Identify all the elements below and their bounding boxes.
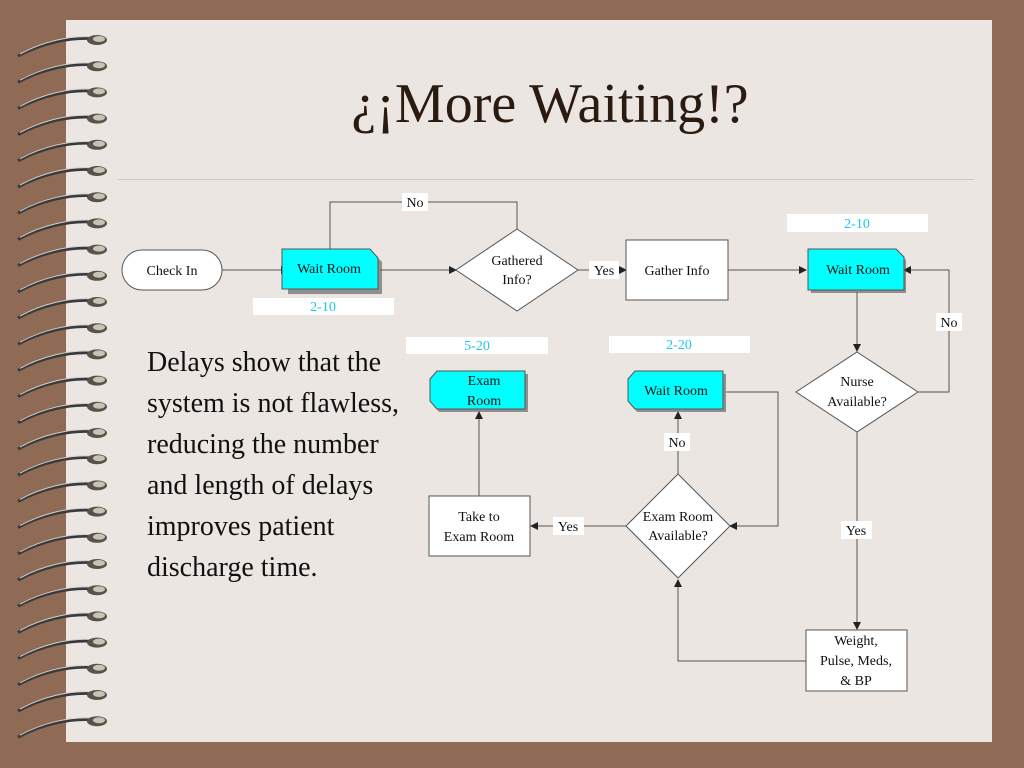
- gathered-info-decision: [455, 228, 579, 312]
- weight-line-3: & BP: [840, 674, 872, 689]
- spiral-ring: [17, 139, 107, 163]
- spiral-ring: [17, 559, 107, 582]
- nurse-available-decision: [795, 351, 919, 433]
- spiral-ring: [17, 87, 107, 110]
- range-wait-room-3: 2-20: [666, 338, 692, 353]
- yes-label-gather: Yes: [594, 264, 614, 279]
- range-box-exam: [406, 337, 548, 354]
- wait-room-node-2: [807, 248, 905, 291]
- spiral-ring: [17, 113, 107, 136]
- spiral-ring: [17, 349, 107, 372]
- no-label-nurse: No: [940, 316, 957, 331]
- spiral-ring: [17, 61, 107, 84]
- spiral-ring: [17, 716, 107, 739]
- spiral-ring: [17, 375, 107, 398]
- spiral-ring: [17, 218, 107, 241]
- spiral-ring: [17, 585, 107, 608]
- spiral-ring: [17, 428, 107, 451]
- yes-label-box-exam: [553, 517, 584, 535]
- spiral-ring: [17, 166, 107, 189]
- range-wait-room-2: 2-10: [844, 217, 870, 232]
- check-in-label: Check In: [147, 264, 198, 279]
- take-to-exam-node: [428, 495, 531, 557]
- take-to-exam-line-1: Take to: [458, 510, 499, 525]
- spiral-ring: [17, 532, 107, 556]
- range-box-wait-2: [787, 214, 928, 232]
- no-label-box-nurse: [936, 313, 962, 331]
- exam-available-line-1: Exam Room: [643, 510, 713, 525]
- gathered-info-line-1: Gathered: [491, 254, 542, 269]
- spiral-ring: [17, 297, 107, 320]
- wait-room-2-label: Wait Room: [826, 263, 890, 278]
- slide-title: ¿¡More Waiting!?: [351, 73, 749, 135]
- spiral-ring: [17, 192, 107, 215]
- yes-label-nurse: Yes: [846, 524, 866, 539]
- exam-room-available-decision: [625, 473, 731, 579]
- spiral-binding-decoration: [17, 35, 107, 739]
- spiral-ring: [17, 401, 107, 425]
- spiral-ring: [17, 35, 107, 58]
- wait-room-3-label: Wait Room: [644, 384, 708, 399]
- arrow-waitroom3-loop: [726, 391, 779, 530]
- spiral-ring: [17, 663, 107, 687]
- weight-pulse-node: [805, 629, 908, 692]
- slide-body-text: Delays show that the system is not flawl…: [147, 347, 399, 583]
- spiral-ring: [17, 244, 107, 267]
- exam-room-node: [429, 370, 526, 410]
- wait-room-node-3: [627, 370, 724, 410]
- spiral-ring: [17, 270, 107, 294]
- wait-room-1-label: Wait Room: [297, 262, 361, 277]
- no-label-box-top: [402, 193, 428, 211]
- spiral-ring: [17, 506, 107, 529]
- spiral-ring: [17, 637, 107, 660]
- weight-line-1: Weight,: [834, 634, 878, 649]
- no-label-top: No: [406, 196, 423, 211]
- check-in-node: [121, 249, 223, 291]
- range-wait-room-1: 2-10: [310, 300, 336, 315]
- range-box-wait-1: [253, 298, 394, 315]
- no-label-exam: No: [668, 436, 685, 451]
- range-box-wait-3: [609, 336, 750, 353]
- arrow-weight-to-examcheck: [674, 579, 806, 662]
- yes-label-box-nurse: [841, 521, 872, 539]
- yes-label-box-gather: [589, 261, 619, 279]
- yes-label-exam: Yes: [558, 520, 578, 535]
- spiral-ring: [17, 480, 107, 503]
- wait-room-node-1: [281, 248, 379, 290]
- title-divider: [118, 179, 974, 180]
- exam-room-line-2: Room: [467, 394, 501, 409]
- exam-available-line-2: Available?: [648, 529, 708, 544]
- exam-room-line-1: Exam: [468, 374, 501, 389]
- spiral-ring: [17, 454, 107, 477]
- spiral-ring: [17, 690, 107, 713]
- range-exam-room: 5-20: [464, 339, 490, 354]
- spiral-ring: [17, 323, 107, 346]
- take-to-exam-line-2: Exam Room: [444, 530, 514, 545]
- nurse-available-line-2: Available?: [827, 395, 887, 410]
- gathered-info-line-2: Info?: [502, 273, 532, 288]
- weight-line-2: Pulse, Meds,: [820, 654, 892, 669]
- nurse-available-line-1: Nurse: [840, 375, 873, 390]
- no-label-box-exam: [664, 433, 690, 451]
- gather-info-label: Gather Info: [645, 264, 710, 279]
- spiral-ring: [17, 611, 107, 634]
- gather-info-node: [625, 239, 729, 301]
